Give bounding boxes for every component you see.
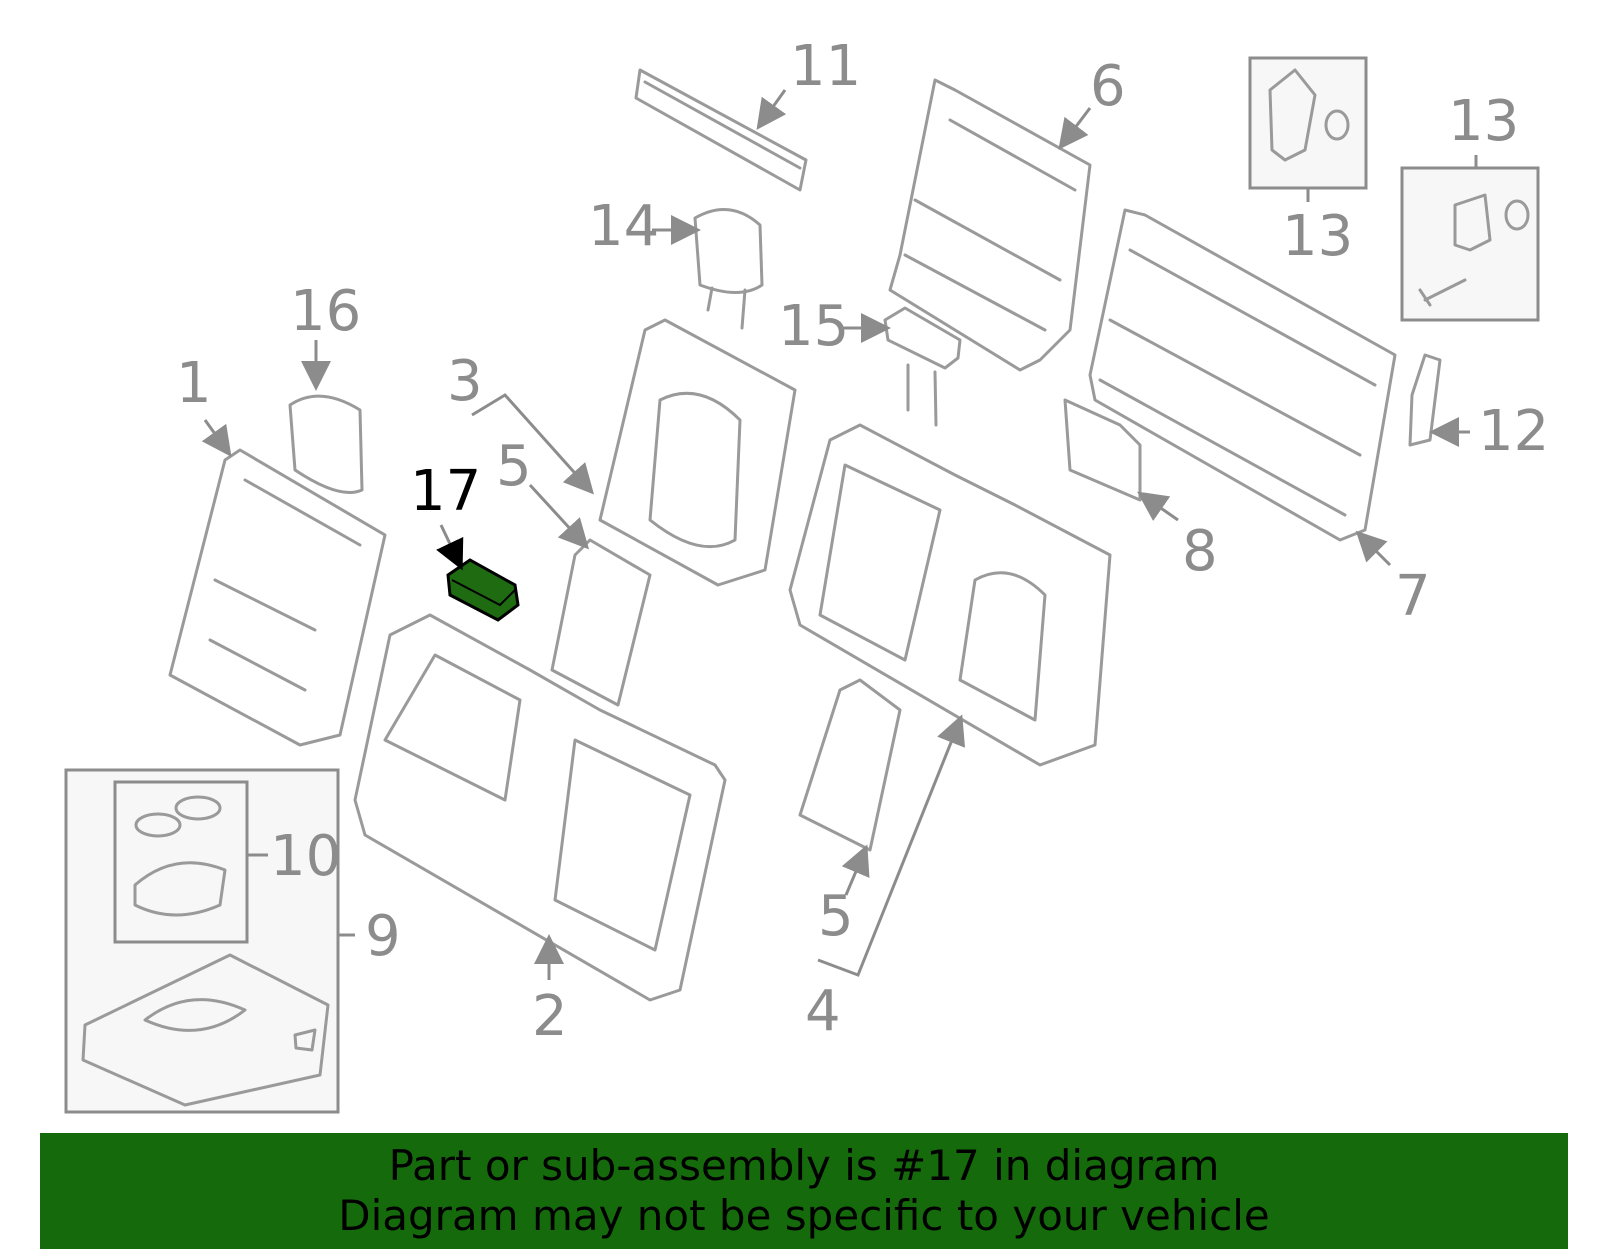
callout-1: 1 bbox=[176, 351, 212, 416]
part-7-frame bbox=[1088, 208, 1397, 542]
callout-8: 8 bbox=[1182, 519, 1218, 584]
callout-6: 6 bbox=[1090, 54, 1126, 119]
part-6-frame bbox=[888, 78, 1092, 372]
callout-5-lower: 5 bbox=[818, 884, 854, 949]
inset-13-right bbox=[1400, 166, 1540, 322]
callout-16: 16 bbox=[290, 279, 361, 344]
callout-11: 11 bbox=[790, 34, 861, 99]
callout-17: 17 bbox=[410, 459, 481, 524]
callout-3: 3 bbox=[447, 349, 483, 414]
leader-lines bbox=[201, 89, 1478, 980]
callout-15: 15 bbox=[778, 294, 849, 359]
callout-5-upper: 5 bbox=[496, 434, 532, 499]
callout-14: 14 bbox=[588, 194, 659, 259]
part-17-armrest bbox=[446, 558, 520, 622]
callout-2: 2 bbox=[532, 984, 568, 1049]
part-2-seat-cushion bbox=[353, 613, 727, 1002]
inset-9-console bbox=[64, 768, 340, 1114]
callout-7: 7 bbox=[1395, 564, 1431, 629]
parts-diagram: 11 14 3 5 1 16 17 2 5 4 6 15 8 7 12 13 1… bbox=[64, 34, 1549, 1114]
banner-line-1: Part or sub-assembly is #17 in diagram bbox=[388, 1141, 1220, 1190]
callout-13-right: 13 bbox=[1448, 89, 1519, 154]
part-5-panel-upper bbox=[550, 538, 652, 707]
banner-line-2: Diagram may not be specific to your vehi… bbox=[338, 1191, 1270, 1240]
part-11-trim-strip bbox=[634, 68, 808, 192]
callout-13-top: 13 bbox=[1282, 204, 1353, 269]
part-8-plate bbox=[1063, 398, 1142, 502]
part-5-panel-lower bbox=[798, 678, 902, 852]
callout-10: 10 bbox=[270, 824, 341, 889]
callout-9: 9 bbox=[365, 904, 401, 969]
info-banner: Part or sub-assembly is #17 in diagram D… bbox=[40, 1133, 1568, 1249]
part-14-headrest bbox=[693, 208, 764, 330]
callout-4: 4 bbox=[805, 979, 841, 1044]
part-1-seat-back-left bbox=[168, 448, 387, 747]
part-12-bracket bbox=[1408, 353, 1442, 447]
part-3-seat-back bbox=[598, 318, 797, 587]
part-16-headrest bbox=[288, 394, 364, 494]
inset-13-top bbox=[1248, 56, 1368, 190]
part-4-seat-back-right bbox=[788, 423, 1112, 767]
callout-12: 12 bbox=[1478, 399, 1549, 464]
